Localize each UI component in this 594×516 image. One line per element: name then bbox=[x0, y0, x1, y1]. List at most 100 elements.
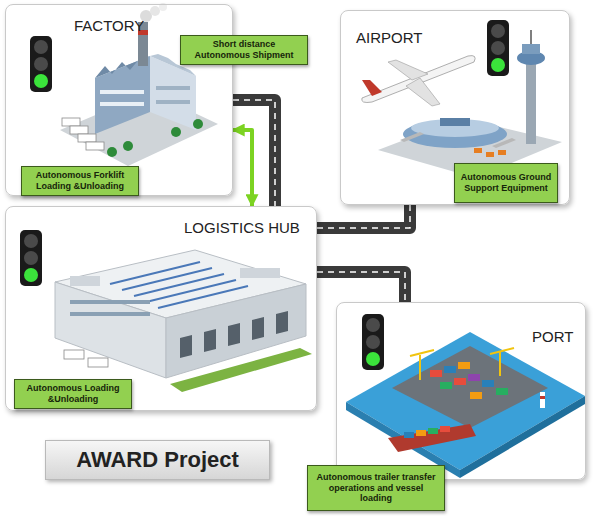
traffic-light bbox=[491, 41, 505, 55]
factory-illustration bbox=[60, 3, 218, 166]
road-marking bbox=[233, 100, 275, 206]
traffic-light bbox=[30, 36, 52, 92]
road-surface bbox=[233, 100, 275, 206]
port-illustration bbox=[410, 348, 514, 380]
factory-illustration bbox=[70, 126, 88, 134]
airport-illustration bbox=[522, 44, 540, 54]
feature-tag: Autonomous Forklift Loading &Unloading bbox=[21, 166, 139, 196]
feature-tag: Autonomous trailer transfer operations a… bbox=[307, 465, 445, 511]
port-illustration bbox=[410, 350, 434, 356]
traffic-light bbox=[24, 268, 38, 282]
port-illustration bbox=[392, 346, 548, 428]
port-illustration bbox=[540, 392, 545, 408]
port-illustration bbox=[404, 426, 450, 438]
feature-label: Short distance Autonomous Shipment bbox=[185, 39, 303, 61]
warehouse-illustration bbox=[166, 284, 306, 378]
traffic-light bbox=[362, 314, 384, 370]
road-marking bbox=[317, 272, 405, 302]
traffic-light bbox=[491, 24, 505, 38]
warehouse-illustration bbox=[170, 348, 312, 392]
port-illustration bbox=[482, 380, 494, 387]
airport-illustration bbox=[474, 148, 506, 157]
warehouse-illustration bbox=[64, 350, 84, 359]
airport-illustration bbox=[400, 132, 516, 148]
warehouse-illustration bbox=[252, 317, 264, 340]
port-illustration bbox=[470, 392, 482, 399]
traffic-light bbox=[30, 36, 52, 92]
feature-tag: Autonomous Ground Support Equipment bbox=[454, 163, 558, 203]
warehouse-illustration bbox=[70, 276, 100, 286]
traffic-light bbox=[20, 230, 42, 286]
warehouse-illustration bbox=[70, 300, 150, 304]
warehouse-illustration bbox=[146, 280, 236, 302]
port-illustration bbox=[499, 352, 501, 376]
warehouse-illustration bbox=[55, 282, 166, 378]
warehouse-illustration bbox=[88, 358, 108, 367]
road-connector bbox=[317, 205, 410, 228]
port-illustration bbox=[388, 424, 476, 452]
factory-illustration bbox=[150, 6, 160, 16]
airport-illustration bbox=[486, 152, 494, 157]
warehouse-illustration bbox=[276, 311, 288, 334]
port-illustration bbox=[416, 430, 426, 436]
site-heading: AIRPORT bbox=[356, 29, 422, 46]
port-illustration bbox=[419, 355, 421, 380]
feature-tag: Autonomous Loading &Unloading bbox=[14, 379, 132, 409]
traffic-light bbox=[487, 20, 509, 76]
factory-illustration bbox=[107, 119, 203, 157]
port-illustration bbox=[440, 426, 450, 432]
traffic-light bbox=[20, 230, 42, 286]
traffic-light bbox=[34, 74, 48, 88]
feature-label: Autonomous Loading &Unloading bbox=[19, 383, 127, 405]
warehouse-illustration bbox=[55, 250, 312, 392]
site-panel: AIRPORT Autonomous Ground Support Equipme… bbox=[340, 10, 570, 205]
project-title: AWARD Project bbox=[76, 447, 239, 473]
port-illustration bbox=[468, 374, 480, 381]
warehouse-illustration bbox=[64, 350, 108, 367]
traffic-light bbox=[24, 251, 38, 265]
factory-illustration bbox=[156, 100, 190, 104]
warehouse-illustration bbox=[70, 312, 150, 316]
traffic-light bbox=[24, 234, 38, 248]
factory-illustration bbox=[100, 102, 144, 106]
warehouse-illustration bbox=[228, 323, 240, 346]
port-illustration bbox=[490, 348, 514, 354]
traffic-light bbox=[366, 352, 380, 366]
factory-illustration bbox=[100, 90, 144, 94]
factory-illustration bbox=[95, 56, 150, 134]
warehouse-illustration bbox=[240, 268, 280, 278]
airport-illustration bbox=[400, 132, 424, 142]
airport-illustration bbox=[526, 62, 536, 144]
port-illustration bbox=[404, 432, 414, 438]
port-illustration bbox=[430, 362, 508, 399]
site-heading: FACTORY bbox=[74, 17, 144, 34]
factory-illustration bbox=[78, 134, 96, 142]
airport-illustration bbox=[492, 138, 516, 148]
airport-illustration bbox=[406, 78, 440, 106]
airport-illustration bbox=[498, 150, 506, 155]
factory-illustration bbox=[62, 118, 80, 126]
warehouse-illustration bbox=[180, 335, 192, 358]
factory-illustration bbox=[123, 141, 133, 151]
port-illustration bbox=[428, 428, 438, 434]
road-connector bbox=[233, 100, 275, 206]
warehouse-illustration bbox=[70, 300, 150, 316]
traffic-light bbox=[34, 40, 48, 54]
port-illustration bbox=[430, 370, 442, 377]
warehouse-illustration bbox=[204, 329, 216, 352]
arrow-line bbox=[233, 130, 252, 206]
warehouse-illustration bbox=[70, 268, 280, 286]
feature-tag: Short distance Autonomous Shipment bbox=[180, 35, 308, 65]
site-panel: PORTAutonomous trailer transfer operatio… bbox=[336, 302, 586, 480]
factory-illustration bbox=[171, 127, 181, 137]
road-surface bbox=[317, 205, 410, 228]
flow-arrow bbox=[233, 130, 252, 206]
airport-illustration bbox=[474, 148, 482, 153]
project-title-box: AWARD Project bbox=[45, 440, 270, 480]
airport-illustration bbox=[362, 80, 382, 96]
warehouse-illustration bbox=[180, 311, 288, 358]
port-illustration bbox=[458, 362, 470, 369]
site-heading: LOGISTICS HUB bbox=[184, 219, 300, 236]
airport-illustration bbox=[530, 30, 532, 44]
